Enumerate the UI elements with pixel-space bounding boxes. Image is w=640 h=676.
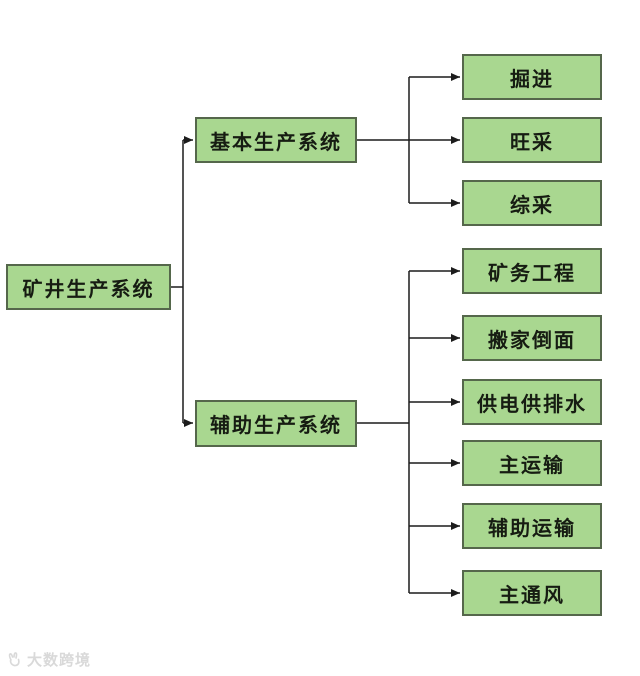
- node-mine-production-system: 矿井生产系统: [6, 264, 171, 310]
- node-wang-mining: 旺采: [462, 117, 602, 163]
- node-fully-mechanized-mining: 综采: [462, 180, 602, 226]
- node-main-ventilation: 主通风: [462, 570, 602, 616]
- node-excavation: 掘进: [462, 54, 602, 100]
- node-auxiliary-transport: 辅助运输: [462, 503, 602, 549]
- hand-peace-logo-icon: [6, 651, 23, 668]
- watermark: 大数跨境: [6, 649, 91, 670]
- node-auxiliary-production-system: 辅助生产系统: [195, 400, 357, 447]
- watermark-text: 大数跨境: [27, 652, 92, 669]
- node-relocation-face-turning: 搬家倒面: [462, 315, 602, 361]
- node-main-transport: 主运输: [462, 440, 602, 486]
- node-mine-engineering: 矿务工程: [462, 248, 602, 294]
- node-basic-production-system: 基本生产系统: [195, 117, 357, 163]
- node-power-water-supply-drainage: 供电供排水: [462, 379, 602, 425]
